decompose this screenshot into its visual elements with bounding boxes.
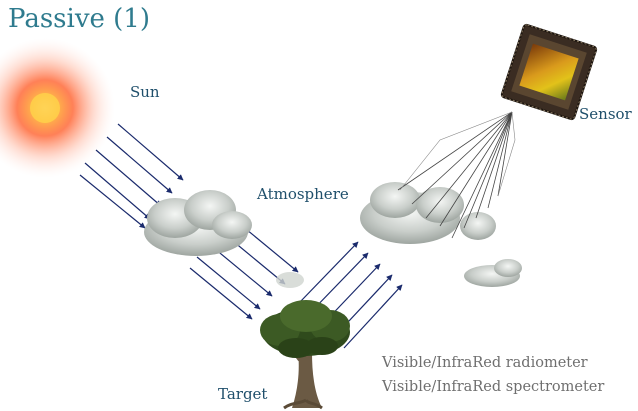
- tree-icon: [260, 300, 350, 410]
- sensor-rays: [397, 111, 516, 239]
- atmosphere-cloud: [144, 190, 304, 288]
- sensor-label: Sensor: [579, 105, 632, 123]
- sun-label: Sun: [130, 83, 160, 101]
- cloud-right: [360, 182, 496, 244]
- page-title: Passive (1): [8, 4, 150, 34]
- instrument-radiometer: Visible/InfraRed radiometer: [382, 355, 588, 371]
- incoming-rays: [79, 123, 299, 320]
- sun-icon: [0, 38, 115, 178]
- instrument-spectrometer: Visible/InfraRed spectrometer: [382, 379, 605, 395]
- target-label: Target: [218, 385, 268, 403]
- atmosphere-label: Atmosphere: [257, 185, 349, 203]
- sensor-chip-icon: [500, 23, 598, 121]
- cloud-small: [464, 259, 522, 287]
